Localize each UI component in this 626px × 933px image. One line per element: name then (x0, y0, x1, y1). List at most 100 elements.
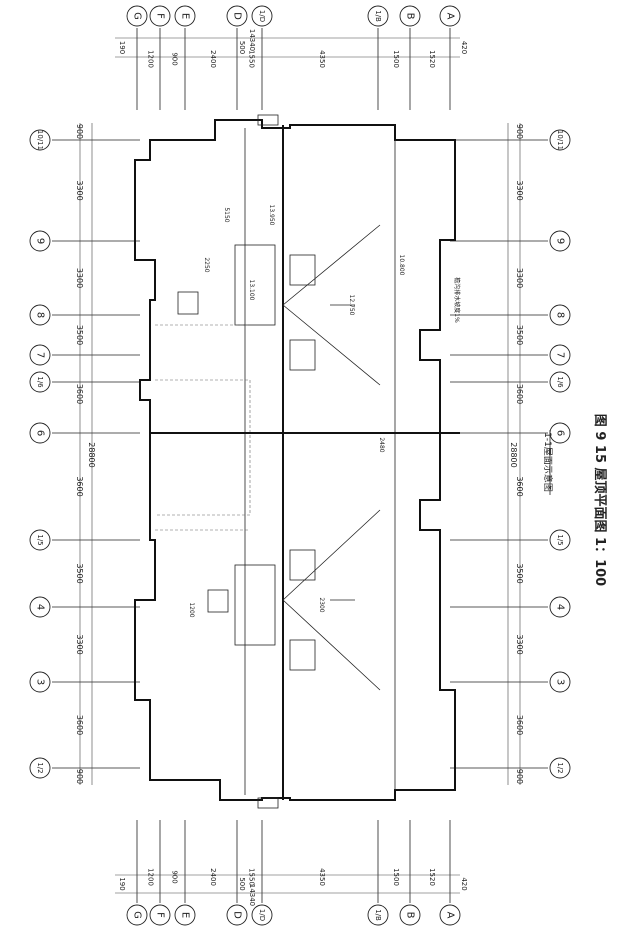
axis-label: 1/D (258, 10, 266, 22)
axis-label: D (232, 911, 243, 919)
axis-label: G (132, 12, 143, 20)
axis-label: E (180, 912, 191, 918)
axis-bubble-left: 7 (29, 344, 51, 366)
axis-label: 1/6 (556, 376, 564, 388)
dim-label: 900 (75, 124, 84, 139)
dim-label: 2400 (209, 868, 217, 886)
axis-bubble-top: F (149, 5, 171, 27)
axis-label: D (232, 12, 243, 20)
axis-bubble (251, 5, 273, 27)
axis-bubble-bottom: B (399, 904, 421, 926)
dim-label: 900 (515, 769, 524, 784)
axis-bubble-top: G (126, 5, 148, 27)
dim-label: 4350 (318, 868, 326, 886)
axis-bubble (29, 230, 51, 252)
annotation: 1200 (188, 602, 195, 617)
dim-label: 3600 (515, 476, 524, 496)
axis-label: A (445, 912, 456, 919)
axis-label: G (132, 911, 143, 919)
axis-bubble (29, 371, 51, 393)
axis-label: 1/B (374, 909, 382, 921)
axis-bubble (126, 5, 148, 27)
axis-bubble (549, 371, 571, 393)
axis-bubble (549, 757, 571, 779)
axis-bubble (29, 344, 51, 366)
dim-end: 190 (118, 41, 126, 54)
annotation: 5150 (223, 207, 230, 222)
axis-bubble-right: 6 (549, 422, 571, 444)
axis-bubble-top: 1/B (367, 5, 389, 27)
axis-bubble (226, 904, 248, 926)
axis-label: 9 (555, 238, 566, 244)
dim-label: 3600 (75, 715, 84, 735)
axis-label: 3 (35, 679, 46, 685)
dim-label: 4350 (318, 50, 326, 68)
dim-label: 3300 (75, 180, 84, 200)
dim-label: 3300 (75, 268, 84, 288)
axis-bubble-top: A (439, 5, 461, 27)
axis-bubble-left: 6 (29, 422, 51, 444)
axis-bubble-bottom: G (126, 904, 148, 926)
axis-label: A (445, 13, 456, 20)
axis-bubble-bottom: 1/B (367, 904, 389, 926)
dim-label: 3300 (515, 180, 524, 200)
axis-label: F (155, 912, 166, 918)
axis-bubble (29, 757, 51, 779)
axis-label: B (405, 912, 416, 919)
dim-label: 1520 (428, 50, 436, 68)
axis-label: 4 (555, 604, 566, 610)
dim-total-vertical: 28800 (87, 442, 96, 467)
axis-bubble (367, 5, 389, 27)
axis-label: 9 (35, 238, 46, 244)
axis-bubble-right: 1/2 (549, 757, 571, 779)
axis-label: 1/D (258, 909, 266, 921)
axis-bubble (549, 671, 571, 693)
annotation: 檐沟排水坡度1% (453, 277, 461, 323)
axis-bubble-right: 4 (549, 596, 571, 618)
dim-label: 1500 (392, 868, 400, 886)
axis-label: 10/11 (556, 130, 564, 150)
axis-label: F (155, 13, 166, 19)
axis-bubble (29, 596, 51, 618)
dim-mid: 500 (238, 877, 246, 890)
annotation: 2250 (203, 257, 210, 272)
axis-bubble (29, 671, 51, 693)
axis-bubble-bottom: F (149, 904, 171, 926)
dim-label: 1520 (428, 868, 436, 886)
annotation: 13.100 (248, 280, 255, 301)
axis-label: B (405, 13, 416, 20)
axis-bubble (549, 129, 571, 151)
dim-mid: 500 (238, 41, 246, 54)
dim-total-horizontal: 14340 (248, 29, 256, 51)
axis-bubble-bottom: A (439, 904, 461, 926)
axis-bubble (549, 304, 571, 326)
axis-bubble (251, 904, 273, 926)
axis-bubble-right: 10/11 (549, 129, 571, 151)
dim-total-vertical: 28800 (509, 442, 518, 467)
axis-bubble (399, 904, 421, 926)
axis-bubble-left: 1/6 (29, 371, 51, 393)
dim-label: 3500 (515, 563, 524, 583)
annotation: 2300 (318, 597, 325, 612)
axis-bubble (174, 5, 196, 27)
axis-bubble (549, 596, 571, 618)
axis-label: 10/11 (36, 130, 44, 150)
axis-bubble-bottom: 1/D (251, 904, 273, 926)
axis-label: 1/2 (556, 762, 564, 773)
dim-label: 3300 (515, 268, 524, 288)
dim-end: 190 (118, 877, 126, 890)
axis-bubble-left: 10/11 (29, 129, 51, 151)
axis-bubble-left: 9 (29, 230, 51, 252)
caption: 图 9 15 屋顶平面图 1：100 1-1屋面示意图 (542, 414, 607, 586)
axis-bubble-top: 1/D (251, 5, 273, 27)
axis-label: 1/5 (36, 534, 44, 545)
axis-bubble (174, 904, 196, 926)
dim-label: 3500 (75, 325, 84, 345)
dim-label: 2400 (209, 50, 217, 68)
dim-label: 900 (75, 769, 84, 784)
axis-bubble (29, 129, 51, 151)
axis-bubble-top: B (399, 5, 421, 27)
dim-label: 1200 (147, 50, 155, 68)
axis-bubble-left: 1/2 (29, 757, 51, 779)
dim-label: 1550 (248, 50, 256, 68)
